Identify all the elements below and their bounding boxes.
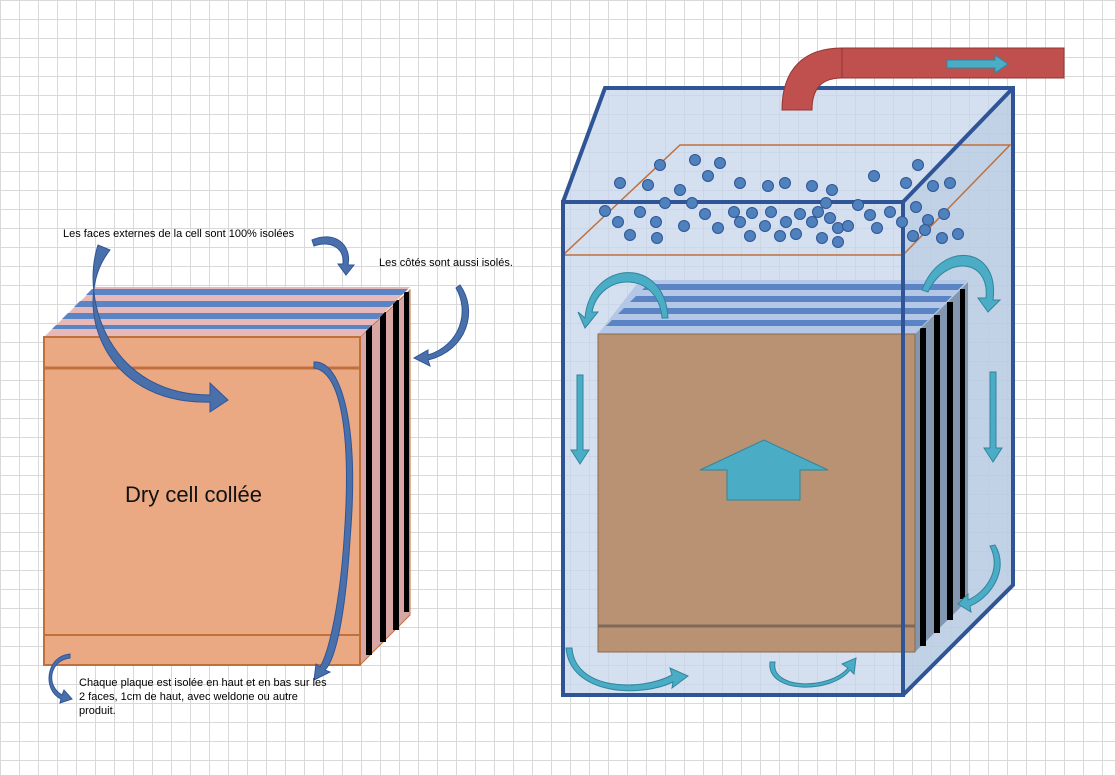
bubble xyxy=(651,232,663,244)
bubble xyxy=(790,228,802,240)
bubble xyxy=(686,197,698,209)
bubble xyxy=(864,209,876,221)
outflow-arrow-icon xyxy=(946,54,1009,74)
gas-outlet-pipe xyxy=(781,47,1065,111)
bubble xyxy=(734,216,746,228)
bubble xyxy=(702,170,714,182)
curved-arrow-icon xyxy=(311,236,356,276)
bubble xyxy=(612,216,624,228)
bubble xyxy=(852,199,864,211)
flow-arrows xyxy=(565,254,1003,692)
bubble xyxy=(759,220,771,232)
bubble xyxy=(952,228,964,240)
bubble xyxy=(714,157,726,169)
bubble xyxy=(910,201,922,213)
bubble xyxy=(944,177,956,189)
dry-cell-left xyxy=(43,287,411,667)
bubble xyxy=(826,184,838,196)
bubble xyxy=(765,206,777,218)
bubble xyxy=(842,220,854,232)
bubble xyxy=(832,236,844,248)
cell-front-face xyxy=(43,336,361,666)
bubble xyxy=(806,216,818,228)
bubble xyxy=(907,230,919,242)
electrolyzer-tank xyxy=(561,86,1015,697)
side-plates xyxy=(366,292,409,655)
bubble xyxy=(674,184,686,196)
bubble xyxy=(599,205,611,217)
bubble xyxy=(614,177,626,189)
curved-arrow-icon xyxy=(92,244,229,413)
hydrogen-bubbles xyxy=(599,154,964,248)
bubble xyxy=(689,154,701,166)
bubble xyxy=(728,206,740,218)
bubble xyxy=(744,230,756,242)
bubble xyxy=(832,222,844,234)
curved-arrow-icon xyxy=(313,361,354,681)
bubble xyxy=(634,206,646,218)
bubble xyxy=(654,159,666,171)
bubble xyxy=(919,224,931,236)
label-faces-externes: Les faces externes de la cell sont 100% … xyxy=(63,228,295,240)
bubble xyxy=(734,177,746,189)
bubble xyxy=(812,206,824,218)
bubble xyxy=(699,208,711,220)
up-arrow-icon xyxy=(699,439,829,501)
bubble xyxy=(650,216,662,228)
bubble xyxy=(900,177,912,189)
bubble xyxy=(780,216,792,228)
bubble xyxy=(659,197,671,209)
bubble xyxy=(642,179,654,191)
bubble xyxy=(912,159,924,171)
label-chaque-plaque: Chaque plaque est isolée en haut et en b… xyxy=(79,677,327,717)
bubble xyxy=(884,206,896,218)
curved-arrow-icon xyxy=(48,653,73,704)
bubble xyxy=(824,212,836,224)
bubble xyxy=(746,207,758,219)
bubble xyxy=(816,232,828,244)
bubble xyxy=(762,180,774,192)
bubble xyxy=(936,232,948,244)
bubble xyxy=(806,180,818,192)
bubble xyxy=(871,222,883,234)
bubble xyxy=(938,208,950,220)
bubble xyxy=(927,180,939,192)
bubble xyxy=(896,216,908,228)
bubble xyxy=(712,222,724,234)
insulation-arrows xyxy=(48,236,469,704)
bubble xyxy=(868,170,880,182)
label-cotes: Les côtés sont aussi isolés. xyxy=(379,257,513,269)
bubble xyxy=(779,177,791,189)
bubble xyxy=(774,230,786,242)
top-plates xyxy=(44,287,410,337)
bubble xyxy=(678,220,690,232)
label-dry-cell: Dry cell collée xyxy=(125,482,262,507)
bubble xyxy=(820,197,832,209)
bubble xyxy=(794,208,806,220)
bubble xyxy=(922,214,934,226)
curved-arrow-icon xyxy=(412,284,469,367)
bubble xyxy=(624,229,636,241)
gas-separator-plate xyxy=(561,144,1012,256)
